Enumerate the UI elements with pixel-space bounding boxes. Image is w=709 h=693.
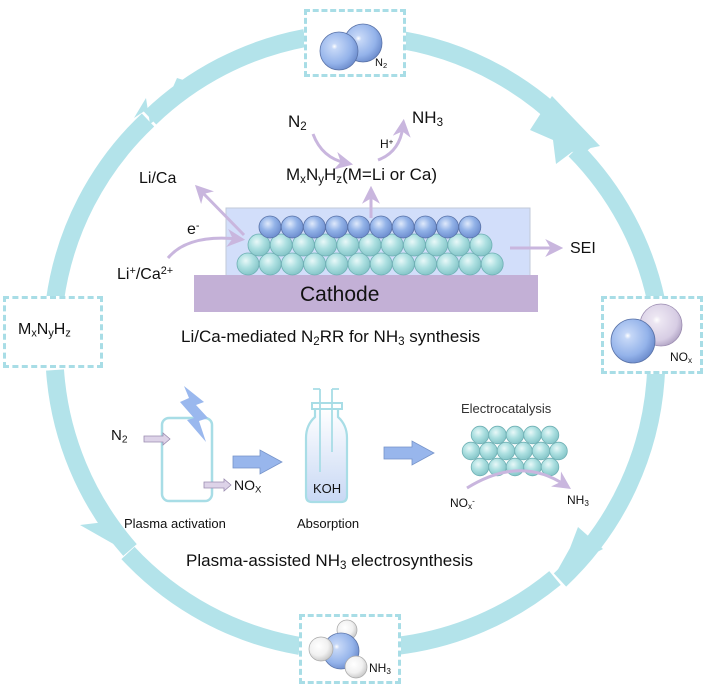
ring-arrowhead-bottom-left (80, 503, 124, 550)
plasma-flow-arrows (143, 432, 435, 492)
n2rr-caption: Li/Ca-mediated N2RR for NH3 synthesis (181, 327, 481, 348)
label-koh: KOH (313, 481, 342, 496)
n2-inlet-arrow (143, 432, 171, 446)
catalyst-sphere (479, 441, 498, 461)
catalyst-sphere (549, 441, 568, 461)
label-nox-minus: NOx- (450, 496, 475, 512)
label-electrocatalysis: Electrocatalysis (461, 401, 552, 416)
ring-arc-left-bottom (46, 369, 137, 556)
electrocatalyst-sphere-stack (461, 425, 568, 477)
catalyst-sphere (505, 425, 525, 445)
label-absorption: Absorption (297, 516, 360, 531)
metal-layer-sphere (280, 215, 304, 239)
catalyst-sphere (303, 252, 327, 276)
process-arrow-2 (383, 440, 435, 466)
ring-arrowhead-top-right (530, 96, 600, 164)
ring-arc-bottom-right (394, 571, 561, 655)
ring-arrowhead-bottom-right (556, 527, 603, 573)
metal-layer-sphere (347, 215, 371, 239)
catalyst-sphere (458, 252, 482, 276)
metal-layer-sphere (413, 215, 437, 239)
ring-arrowhead-top-left (134, 78, 202, 124)
catalyst-sphere (540, 425, 560, 445)
node-label-mxnyhz: MxNyHz (18, 321, 71, 340)
ring-arc-right (568, 143, 665, 302)
nox-outlet-arrow (203, 478, 232, 492)
catalyst-sphere (470, 457, 490, 477)
metal-layer-sphere (258, 215, 282, 239)
label-ions: Li+/Ca2+ (117, 265, 174, 283)
catalyst-sphere (325, 252, 349, 276)
node-label-n2: N2 (375, 57, 388, 70)
ring-arc-bottom-left (121, 546, 302, 655)
label-h-plus: H+ (380, 137, 394, 151)
electrode-sphere-stack (236, 215, 504, 276)
catalyst-sphere (514, 441, 533, 461)
catalyst-sphere (496, 441, 516, 461)
node-label-nox: NOx (670, 350, 693, 366)
catalyst-sphere (280, 252, 304, 276)
arrow-nox-to-nh3 (466, 469, 571, 490)
catalyst-sphere (236, 252, 260, 276)
catalyst-sphere (523, 425, 542, 445)
label-nh3-product: NH3 (412, 108, 443, 129)
catalyst-sphere (369, 252, 393, 276)
label-li-ca: Li/Ca (139, 170, 177, 187)
node-label-nh3: NH3 (369, 661, 391, 677)
catalyst-sphere (258, 252, 282, 276)
label-nox-outlet: NOX (234, 477, 262, 496)
plasma-caption: Plasma-assisted NH3 electrosynthesis (186, 551, 474, 572)
catalyst-sphere (436, 252, 460, 276)
metal-layer-sphere (325, 215, 349, 239)
catalyst-sphere (414, 252, 438, 276)
catalyst-sphere (505, 457, 525, 477)
label-electron: e- (187, 220, 200, 238)
node-box-n2 (304, 9, 406, 77)
catalyst-sphere (470, 425, 490, 445)
catalyst-sphere (480, 252, 504, 276)
label-n2-reactant: N2 (288, 112, 307, 133)
label-sei: SEI (570, 240, 596, 257)
label-intermediate: MxNyHz(M=Li or Ca) (286, 165, 438, 186)
arrow-intermediate-to-nh3 (377, 118, 411, 162)
catalyst-sphere (347, 252, 371, 276)
catalyst-sphere (391, 252, 415, 276)
arrow-electron-ion (166, 228, 246, 259)
label-nh3-electro: NH3 (567, 493, 589, 509)
n2rr-arrows (166, 118, 564, 259)
label-cathode: Cathode (300, 283, 380, 306)
label-plasma-activation: Plasma activation (124, 516, 226, 531)
catalyst-sphere (461, 441, 481, 461)
metal-layer-sphere (458, 215, 482, 239)
metal-layer-sphere (436, 215, 460, 239)
metal-layer-sphere (369, 215, 393, 239)
metal-layer-sphere (391, 215, 415, 239)
arrow-n2-to-intermediate (311, 133, 354, 170)
arrow-to-li-ca (194, 184, 246, 237)
cathode-electrode (194, 275, 538, 312)
catalyst-sphere (469, 233, 493, 257)
node-box-mxnyhz (3, 296, 103, 368)
cycle-arrowheads (80, 78, 603, 573)
lightning-bolt-icon (180, 386, 208, 442)
label-n2-inlet: N2 (111, 427, 128, 446)
process-arrow-1 (232, 449, 283, 475)
plasma-reactor (160, 416, 214, 503)
catalyst-sphere (531, 441, 551, 461)
catalyst-sphere (488, 425, 507, 445)
metal-layer-sphere (302, 215, 326, 239)
absorption-bottle (304, 388, 349, 504)
ring-arc-left (46, 113, 155, 302)
